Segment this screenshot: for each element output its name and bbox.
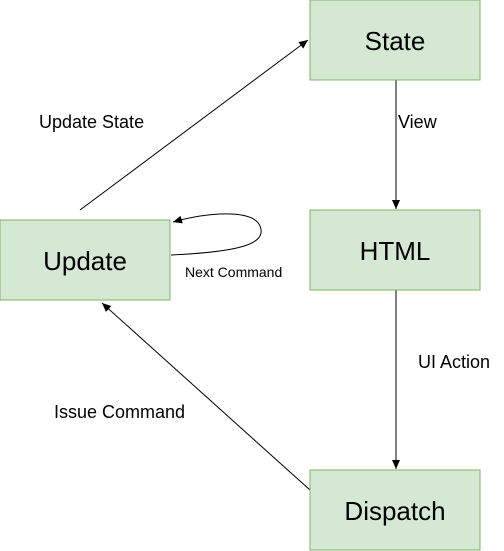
node-state-border [309,0,481,81]
edge-label-ui-action: UI Action [418,352,490,372]
node-update-border [0,219,171,301]
edge-dispatch-to-update [101,302,311,491]
node-update: Update [0,219,171,301]
edge-label-view: View [398,112,438,132]
node-dispatch-border [309,469,481,551]
edge-label-issue-command: Issue Command [54,402,185,422]
node-update-box [0,220,170,300]
edge-update-self-loop [170,213,262,256]
node-dispatch-box [310,470,480,550]
edge-label-update-state: Update State [39,112,144,132]
node-state-box [310,0,480,80]
node-html-label: HTML [360,236,431,266]
node-html-border [309,209,481,291]
node-dispatch: Dispatch [309,469,481,551]
edge-label-next-command: Next Command [185,264,282,280]
node-state: State [309,0,481,81]
edge-update-to-state [79,39,309,211]
node-html: HTML [309,209,481,291]
node-state-label: State [365,26,426,56]
node-html-box [310,210,480,290]
node-dispatch-label: Dispatch [344,496,445,526]
node-update-label: Update [43,246,127,276]
